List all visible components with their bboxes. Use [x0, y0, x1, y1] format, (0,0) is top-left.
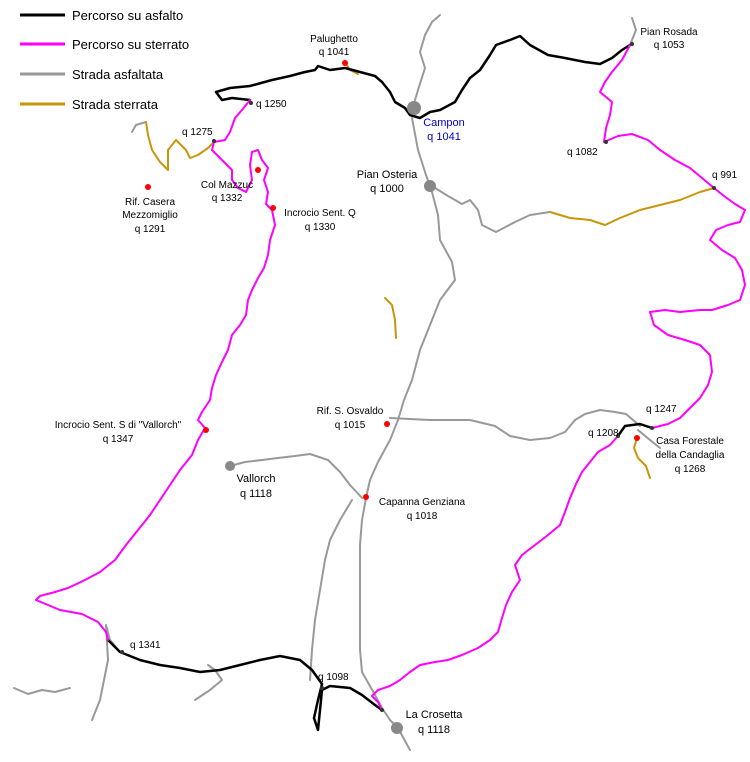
label-q1208: q 1208 — [588, 428, 619, 439]
waypoint-q991 — [712, 186, 716, 190]
road-vallorch — [229, 453, 363, 499]
route-asphalt-forestale — [616, 422, 654, 438]
waypoint-q1208 — [616, 434, 620, 438]
poi-genziana — [363, 494, 369, 500]
label-q1341: q 1341 — [130, 640, 161, 651]
label-vallorch-name: Vallorch — [237, 473, 276, 485]
label-crosetta-name: La Crosetta — [406, 709, 464, 721]
label-vallorch-alt: q 1118 — [240, 488, 272, 500]
waypoint-q1341 — [120, 650, 124, 654]
waypoint-q1098 — [320, 686, 324, 690]
waypoint-pian-rosada — [630, 42, 634, 46]
road-north-spur — [411, 14, 441, 111]
label-pian-osteria-alt: q 1000 — [370, 183, 404, 195]
label-col-mazzuc-alt: q 1332 — [212, 193, 243, 204]
label-incrocio-q-alt: q 1330 — [305, 222, 336, 233]
road-main-central — [359, 117, 456, 751]
label-q1247: q 1247 — [646, 404, 677, 415]
label-incrocio-q-name: Incrocio Sent. Q — [284, 208, 356, 219]
route-dirt-west — [35, 99, 276, 641]
road-casera — [131, 121, 147, 133]
label-osvaldo-name: Rif. S. Osvaldo — [317, 406, 384, 417]
label-forestale-alt: q 1268 — [675, 464, 706, 475]
road-to-pian-rosada — [629, 17, 637, 46]
poi-osvaldo — [384, 421, 390, 427]
legend-label-route-asphalt: Percorso su asfalto — [72, 8, 183, 23]
label-pian-rosada-alt: q 1053 — [654, 40, 685, 51]
place-labels: Palughetto q 1041 Campon q 1041 Pian Ros… — [55, 27, 738, 736]
legend: Percorso su asfalto Percorso su sterrato… — [20, 8, 189, 112]
label-osvaldo-alt: q 1015 — [335, 420, 366, 431]
route-asphalt-north — [214, 34, 632, 120]
town-marker-pian-osteria — [424, 180, 436, 192]
label-genziana-name: Capanna Genziana — [379, 497, 466, 508]
road-southwest — [91, 624, 121, 721]
waypoint-q1082 — [604, 140, 608, 144]
route-asphalt-south — [106, 638, 384, 732]
route-dirt-southeast — [371, 435, 619, 711]
label-q1082: q 1082 — [567, 147, 598, 158]
waypoint-q1275 — [212, 139, 216, 143]
waypoint-q1250 — [249, 101, 253, 105]
label-forestale-line2: della Candaglia — [656, 450, 725, 461]
label-palughetto-alt: q 1041 — [319, 47, 350, 58]
label-q1250: q 1250 — [256, 99, 287, 110]
label-col-mazzuc-name: Col Mazzuc — [201, 180, 253, 191]
waypoint-crosetta-junction — [380, 708, 384, 712]
label-campon-alt: q 1041 — [427, 131, 461, 143]
dirt-road-forestale — [633, 437, 651, 479]
road-south-center — [194, 664, 223, 701]
dirt-road-east-991 — [549, 187, 715, 226]
waypoint-q1247 — [650, 426, 654, 430]
label-casera-line2: Mezzomiglio — [122, 210, 178, 221]
dirt-road-casera — [145, 121, 215, 171]
poi-col-mazzuc — [255, 167, 261, 173]
legend-label-road-dirt: Strada sterrata — [72, 97, 159, 112]
poi-incrocio-s — [203, 427, 209, 433]
legend-label-route-dirt: Percorso su sterrato — [72, 37, 189, 52]
label-pian-rosada-name: Pian Rosada — [640, 27, 698, 38]
label-pian-osteria-name: Pian Osteria — [357, 169, 418, 181]
town-marker-la-crosetta — [391, 722, 403, 734]
label-palughetto-name: Palughetto — [310, 34, 358, 45]
label-incrocio-s-name: Incrocio Sent. S di "Vallorch" — [55, 420, 182, 431]
landmark-dots — [120, 42, 716, 734]
route-dirt — [35, 44, 746, 711]
label-forestale-line1: Casa Forestale — [656, 436, 724, 447]
label-q1275: q 1275 — [182, 127, 213, 138]
town-marker-campon — [407, 101, 421, 115]
poi-casera — [145, 184, 151, 190]
label-q991: q 991 — [712, 170, 737, 181]
legend-label-road-asphalt: Strada asfaltata — [72, 67, 164, 82]
label-campon-name: Campon — [423, 117, 465, 129]
road-southwest-2 — [13, 687, 71, 695]
label-casera-line1: Rif. Casera — [125, 197, 175, 208]
poi-forestale — [634, 435, 640, 441]
asphalt-roads — [13, 14, 661, 751]
road-osvaldo-east — [389, 409, 641, 441]
poi-incrocio-q — [270, 205, 276, 211]
town-marker-vallorch — [225, 461, 235, 471]
road-pian-osteria-east — [431, 185, 551, 233]
label-genziana-alt: q 1018 — [407, 511, 438, 522]
road-vallorch-south — [309, 499, 353, 681]
label-incrocio-s-alt: q 1347 — [103, 434, 134, 445]
dirt-road-center-stub — [384, 297, 397, 339]
route-dirt-east — [599, 44, 746, 429]
label-casera-alt: q 1291 — [135, 224, 166, 235]
route-asphalt — [106, 34, 654, 732]
label-crosetta-alt: q 1118 — [418, 724, 450, 736]
road-forestale — [637, 429, 661, 449]
poi-palughetto — [342, 60, 348, 66]
label-q1098: q 1098 — [318, 672, 349, 683]
